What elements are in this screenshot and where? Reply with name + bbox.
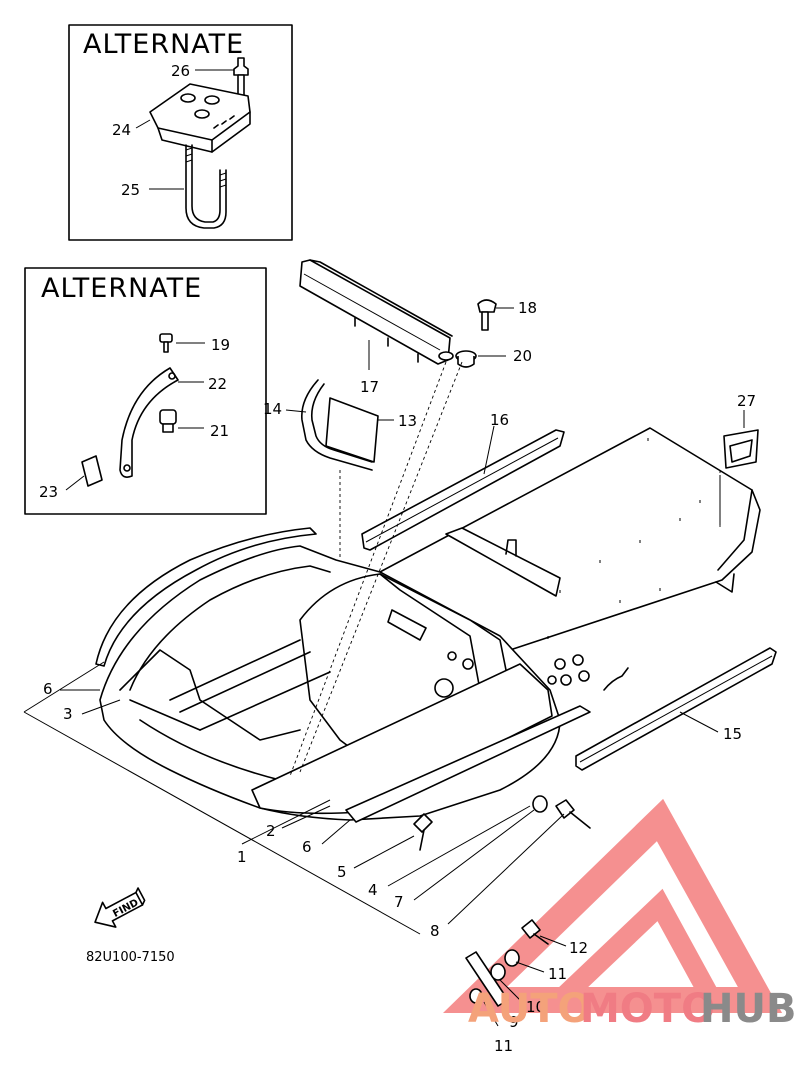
callout-27: 27 [737, 392, 756, 410]
callout-14: 14 [263, 400, 282, 418]
part-code: 82U100-7150 [86, 950, 175, 965]
cover-17 [299, 259, 453, 365]
callout-16: 16 [490, 411, 509, 429]
alternate-box-1-frame [68, 24, 293, 241]
rivet-5 [413, 813, 433, 851]
assembly-line-17b [289, 361, 447, 777]
callout-9: 9 [509, 1013, 519, 1031]
rail-15 [575, 647, 777, 771]
assembly-line-17 [299, 361, 463, 773]
alternate-box-1: ALTERNATE 26 24 25 [68, 24, 293, 241]
leader-lines-main [23, 661, 565, 935]
alternate-box-2-title: ALTERNATE [41, 273, 202, 304]
callout-22: 22 [208, 375, 227, 393]
watermark-text: AUTO MOTO HUB [468, 986, 796, 1032]
plate-9 [465, 951, 509, 1007]
callout-19: 19 [211, 336, 230, 354]
washer-7 [532, 795, 548, 813]
hardware-stack [465, 919, 567, 1027]
callout-15: 15 [723, 725, 742, 743]
callout-11-upper: 11 [548, 965, 567, 983]
leader-23 [65, 475, 85, 491]
callout-7: 7 [394, 893, 404, 911]
callout-8: 8 [430, 922, 440, 940]
callout-13: 13 [398, 412, 417, 430]
leader-24 [135, 119, 151, 129]
nut-21 [159, 409, 177, 433]
callout-26: 26 [171, 62, 190, 80]
callout-17: 17 [360, 378, 379, 396]
callout-11-lower: 11 [494, 1037, 513, 1055]
watermark-logo [442, 798, 783, 1013]
leader-14 [285, 409, 307, 413]
callout-6-left: 6 [43, 680, 53, 698]
frame-14 [301, 379, 373, 471]
bolt-26 [233, 57, 249, 98]
alternate-box-2: ALTERNATE 19 22 21 23 [24, 267, 267, 515]
alternate-box-1-title: ALTERNATE [83, 29, 244, 60]
callout-5: 5 [337, 863, 347, 881]
watermark-hub: HUB [700, 986, 796, 1032]
callout-6-right: 6 [302, 838, 312, 856]
bracket-24 [149, 83, 251, 153]
bolt-18 [477, 299, 497, 331]
strap-22 [119, 367, 179, 478]
decal-27 [723, 429, 759, 469]
leader-16 [483, 425, 495, 475]
main-body-1 [95, 427, 761, 823]
callout-1: 1 [237, 848, 247, 866]
callout-18: 18 [518, 299, 537, 317]
find-arrow: FIND [94, 887, 146, 928]
bolt-8 [555, 799, 591, 829]
u-bolt-25 [185, 144, 227, 229]
grommet-20 [455, 350, 477, 368]
callout-20: 20 [513, 347, 532, 365]
callout-24: 24 [112, 121, 131, 139]
callout-12: 12 [569, 939, 588, 957]
callout-25: 25 [121, 181, 140, 199]
leader-15 [679, 711, 719, 733]
washer-17 [438, 351, 454, 361]
bolt-19 [159, 333, 173, 353]
alternate-box-2-frame [24, 267, 267, 515]
callout-2: 2 [266, 822, 276, 840]
callout-23: 23 [39, 483, 58, 501]
pad-23 [81, 455, 103, 487]
watermark-moto: MOTO [580, 986, 715, 1032]
pad-13 [325, 397, 379, 463]
watermark-auto: AUTO [468, 986, 592, 1032]
callout-3: 3 [63, 705, 73, 723]
callout-21: 21 [210, 422, 229, 440]
callout-4: 4 [368, 881, 378, 899]
callout-10: 10 [526, 998, 545, 1016]
